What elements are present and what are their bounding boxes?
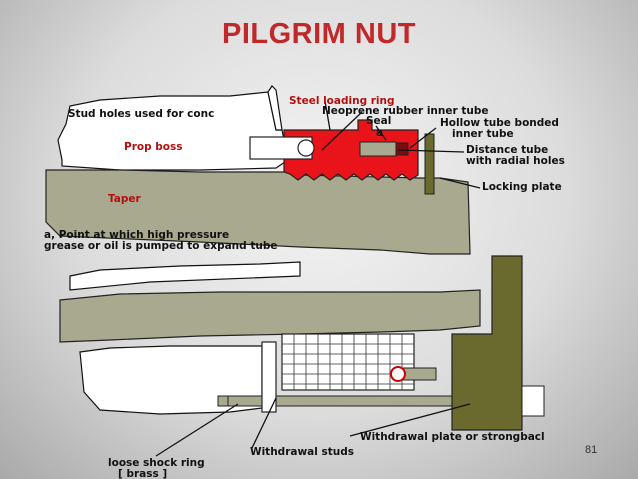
neoprene-tube-circle [297,139,315,157]
hollow-tube-block [359,141,397,157]
shaft-taper-top [45,169,471,255]
label-loose-shock-ring-1: loose shock ring [108,457,205,469]
label-neoprene: Neoprene rubber inner tube [322,105,488,117]
slide-title: PILGRIM NUT [222,18,416,50]
label-hollow-tube-1: Hollow tube bonded [440,117,559,129]
label-hollow-tube-2: inner tube [452,128,514,140]
label-seal: Seal [366,115,391,127]
lower-boss-outline [69,261,301,291]
label-a-marker: a [376,127,383,139]
label-distance-tube-1: Distance tube [466,144,548,156]
withdrawal-plate [451,255,523,431]
seal-block [395,142,409,156]
label-withdrawal-plate: Withdrawal plate or strongbacl [360,431,545,443]
pilgrim-nut-body [283,119,419,181]
slide-number: 81 [585,444,598,456]
withdrawal-plate-nut [521,385,545,417]
label-point-a-2: grease or oil is pumped to expand tube [44,240,277,252]
label-steel-loading-ring: Steel loading ring [289,95,395,107]
label-locking-plate: Locking plate [482,181,562,193]
nut-grid-body [281,333,415,391]
nut-grid-lines [282,334,414,390]
stud-head [217,395,229,407]
label-stud-holes: Stud holes used for conc [68,108,214,120]
label-distance-tube-2: with radial holes [466,155,565,167]
label-prop-boss: Prop boss [124,141,183,153]
label-point-a-1: a, Point at which high pressure [44,229,229,241]
label-withdrawal-studs: Withdrawal studs [250,446,354,458]
label-loose-shock-ring-2: [ brass ] [118,468,167,479]
locking-plate-top [424,133,435,195]
shaft-taper-bottom [59,289,481,343]
grease-point-circle [390,366,406,382]
upper-boss-outline [267,85,283,131]
label-taper: Taper [108,193,142,205]
